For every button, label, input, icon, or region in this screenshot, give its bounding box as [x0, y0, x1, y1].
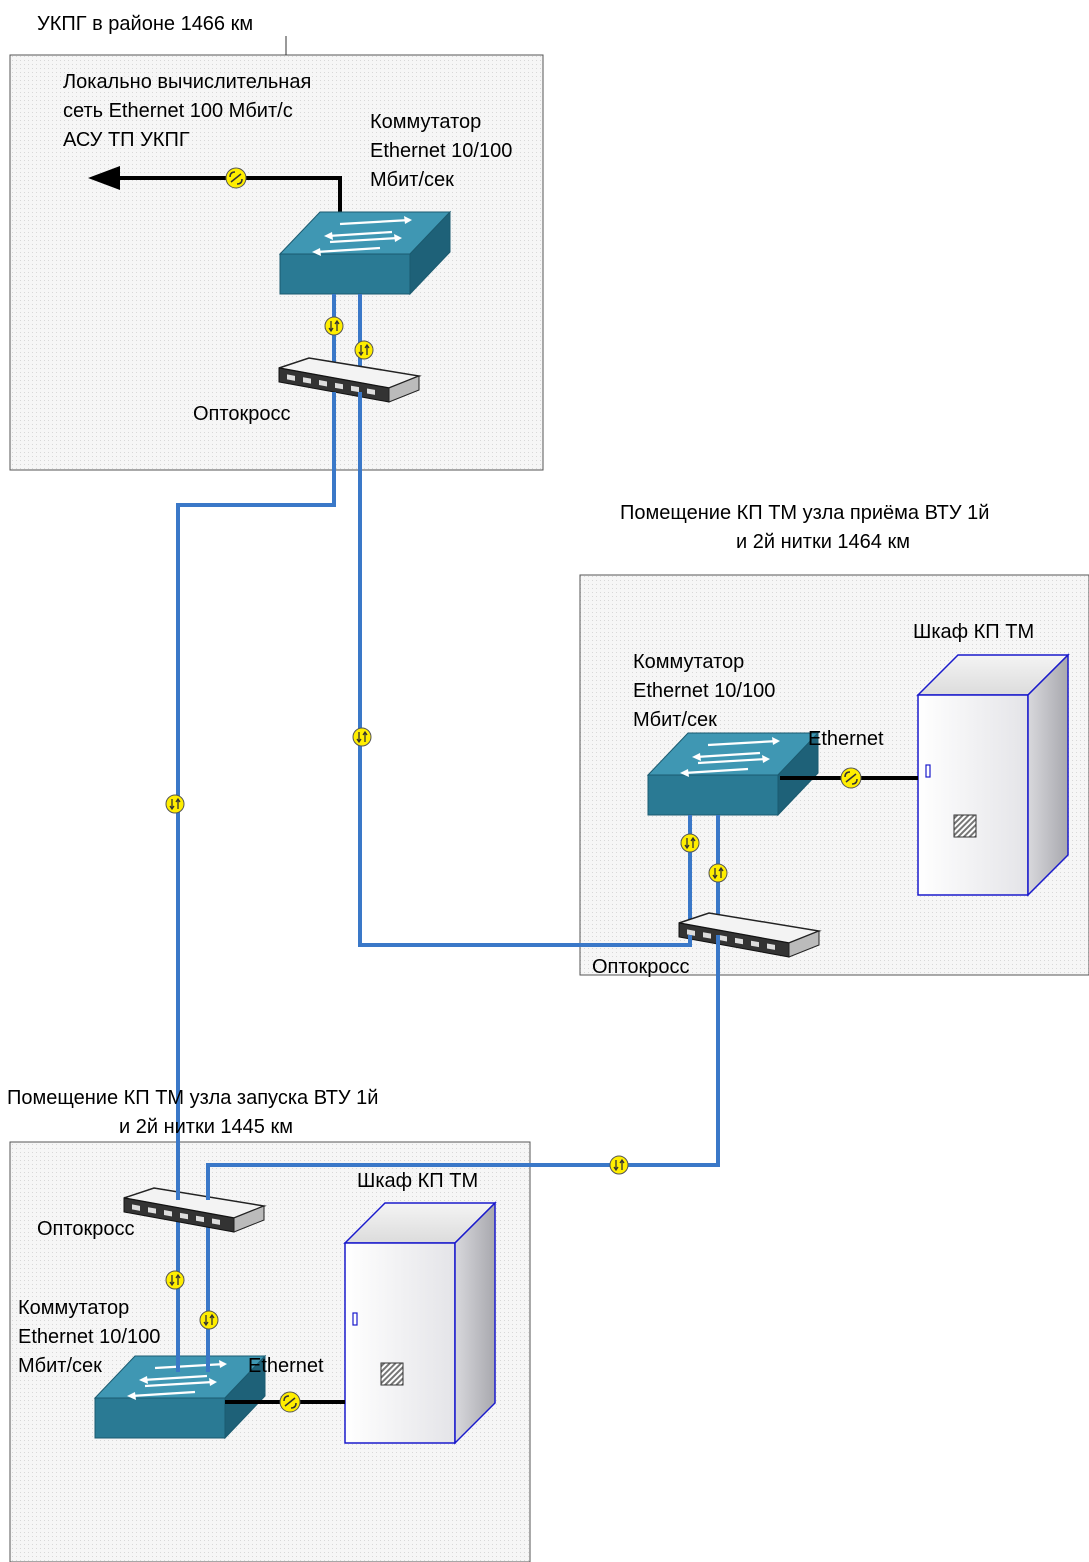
launch-switch-label: Коммутатор Ethernet 10/100 Мбит/сек: [18, 1297, 166, 1377]
ukpg-title: УКПГ в районе 1466 км: [37, 13, 253, 35]
ukpg-crossconnect-label: Оптокросс: [193, 403, 290, 425]
cabinet-icon: [917, 654, 1069, 896]
cabinet-icon: [344, 1202, 496, 1444]
fiber-connector-icon: [609, 1155, 629, 1175]
fiber-connector-icon: [354, 340, 374, 360]
launch-node-title: Помещение КП ТМ узла запуска ВТУ 1й и 2й…: [7, 1087, 384, 1138]
receive-cabinet-label: Шкаф КП ТМ: [913, 621, 1034, 643]
ethernet-connector-icon: [279, 1391, 301, 1413]
fiber-trunk-receive-launch: [206, 935, 720, 1200]
fiber-connector-icon: [199, 1310, 219, 1330]
fiber-connector-icon: [352, 727, 372, 747]
ukpg-lan-label: Локально вычислительная сеть Ethernet 10…: [63, 71, 317, 151]
receive-ethernet-label: Ethernet: [808, 728, 884, 750]
ethernet-connector-icon: [225, 167, 247, 189]
fiber-trunk-ukpg-receive: [358, 392, 692, 947]
receive-switch-label: Коммутатор Ethernet 10/100 Мбит/сек: [633, 651, 781, 731]
fiber-connector-icon: [680, 833, 700, 853]
fiber-trunk-ukpg-launch: [176, 392, 336, 1200]
receive-node-title: Помещение КП ТМ узла приёма ВТУ 1й и 2й …: [620, 502, 995, 553]
room-ukpg: [9, 54, 544, 471]
ukpg-switch-label: Коммутатор Ethernet 10/100 Мбит/сек: [370, 111, 518, 191]
fiber-connector-icon: [324, 316, 344, 336]
fiber-connector-icon: [165, 794, 185, 814]
lan-ethernet-line: [112, 176, 342, 215]
launch-crossconnect-label: Оптокросс: [37, 1218, 134, 1240]
launch-ethernet-label: Ethernet: [248, 1355, 324, 1377]
lan-arrow-icon: [88, 166, 120, 190]
launch-cabinet-label: Шкаф КП ТМ: [357, 1170, 478, 1192]
receive-crossconnect-label: Оптокросс: [592, 956, 689, 978]
fiber-connector-icon: [165, 1270, 185, 1290]
fiber-connector-icon: [708, 863, 728, 883]
ethernet-connector-icon: [840, 767, 862, 789]
